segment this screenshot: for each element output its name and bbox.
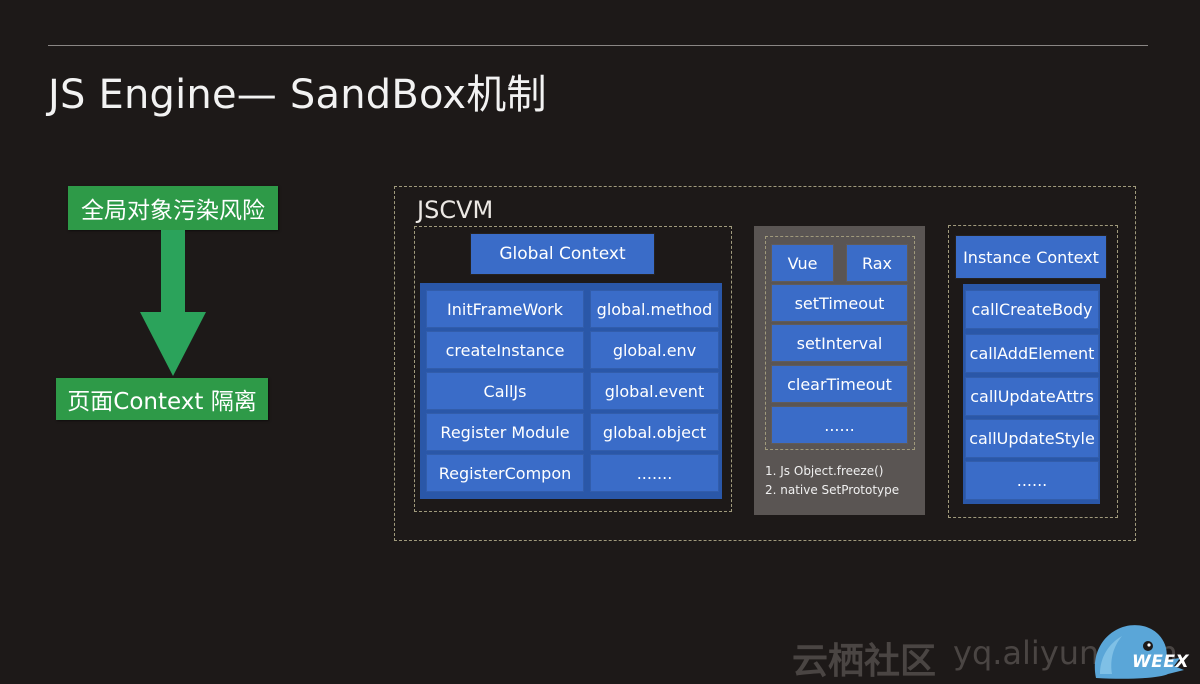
jscvm-label: JSCVM (417, 196, 494, 224)
sandbox-note-1: 1. Js Object.freeze() (765, 464, 884, 478)
gc-item-global-env: global.env (591, 332, 718, 368)
gc-item-global-method: global.method (591, 291, 718, 327)
down-arrow-icon (140, 230, 206, 376)
gc-item-createinstance: createInstance (427, 332, 583, 368)
slide-title: JS Engine— SandBox机制 (48, 72, 547, 118)
weex-logo-icon (1094, 625, 1184, 679)
gc-item-registercompon: RegisterCompon (427, 455, 583, 491)
sandbox-item-setinterval: setInterval (772, 325, 907, 361)
global-context-header: Global Context (471, 234, 654, 274)
sandbox-item-vue: Vue (772, 245, 833, 281)
ic-item-callupdateattrs: callUpdateAttrs (966, 378, 1098, 415)
sandbox-inner-section (765, 236, 915, 450)
risk-label-box: 全局对象污染风险 (68, 186, 278, 230)
gc-item-initframework: InitFrameWork (427, 291, 583, 327)
top-divider (48, 45, 1148, 46)
sandbox-note-2: 2. native SetPrototype (765, 483, 900, 497)
sandbox-item-settimeout: setTimeout (772, 285, 907, 321)
sandbox-item-rax: Rax (847, 245, 907, 281)
instance-context-section (948, 225, 1118, 518)
sandbox-item-cleartimeout: clearTimeout (772, 366, 907, 402)
ic-item-calladdelement: callAddElement (966, 335, 1098, 372)
watermark-site-cn: 云栖社区 (792, 641, 937, 682)
ic-item-ellipsis: ...... (966, 462, 1098, 499)
global-context-section (414, 226, 732, 512)
weex-logo-text: WEEX (1132, 652, 1190, 672)
gc-item-ellipsis: ....... (591, 455, 718, 491)
sandbox-item-ellipsis: ...... (772, 407, 907, 443)
gc-item-global-object: global.object (591, 414, 718, 450)
gc-item-register-module: Register Module (427, 414, 583, 450)
ic-item-callcreatebody: callCreateBody (966, 291, 1098, 328)
jscvm-container (394, 186, 1136, 541)
gc-item-calljs: CallJs (427, 373, 583, 409)
gc-item-global-event: global.event (591, 373, 718, 409)
isolation-label-box: 页面Context 隔离 (56, 378, 268, 420)
instance-context-header: Instance Context (956, 236, 1106, 278)
ic-item-callupdatestyle: callUpdateStyle (966, 420, 1098, 457)
